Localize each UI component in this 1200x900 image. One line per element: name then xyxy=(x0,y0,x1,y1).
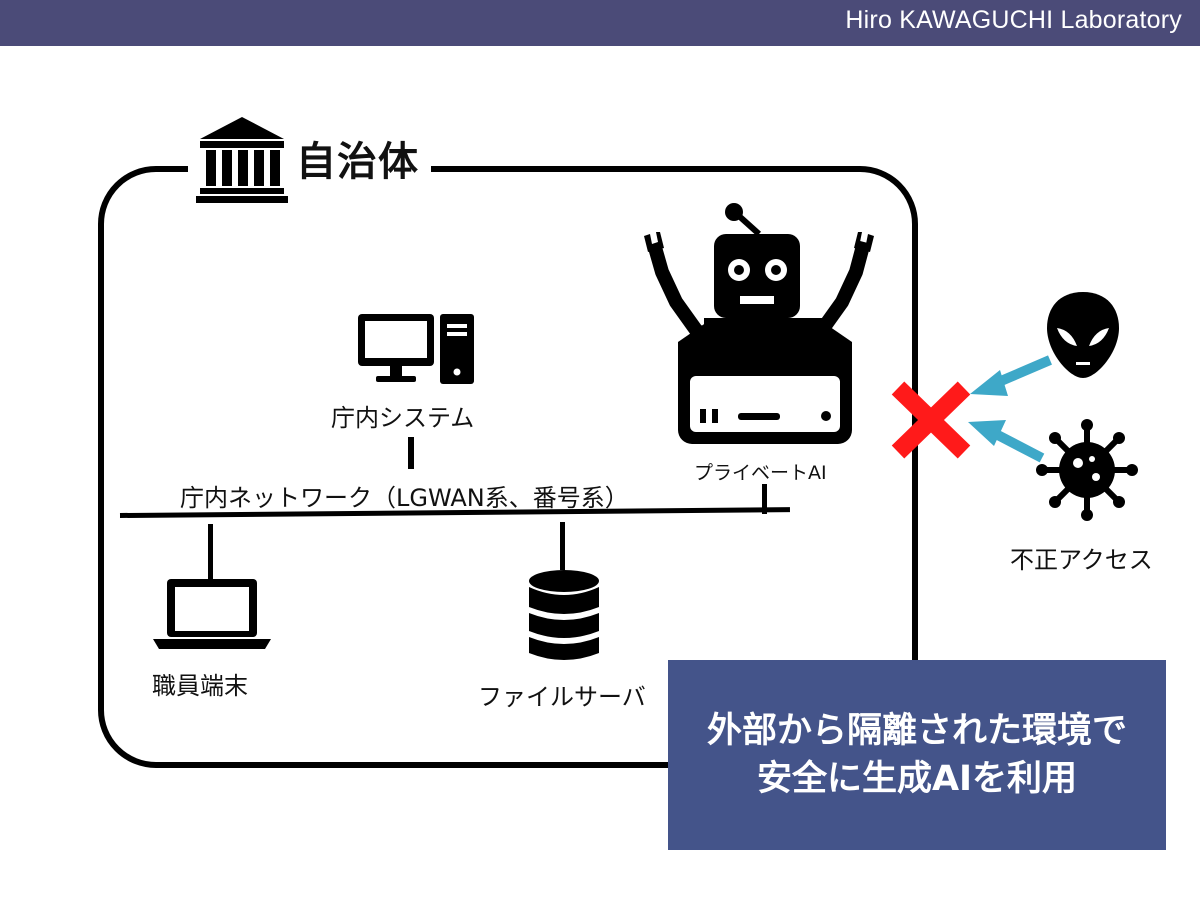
municipality-frame xyxy=(98,166,918,768)
alien-icon xyxy=(1047,292,1119,378)
internal-system-label: 庁内システム xyxy=(331,404,475,432)
frame-label: 自治体 xyxy=(296,139,419,185)
file-server-label: ファイルサーバ xyxy=(478,683,646,711)
robot-server-icon xyxy=(644,203,874,444)
ai-connector-line xyxy=(762,484,767,514)
laptop-icon xyxy=(153,579,271,649)
header-title: Hiro KAWAGUCHI Laboratory xyxy=(845,6,1182,34)
frame-title-group: 自治体 xyxy=(188,108,431,208)
staff-terminal-label: 職員端末 xyxy=(152,672,248,700)
attack-arrows xyxy=(968,355,1052,463)
terminal-connector-line xyxy=(208,524,213,580)
virus-icon xyxy=(1036,419,1138,521)
unauthorized-access-label: 不正アクセス xyxy=(1010,546,1153,574)
desktop-computer-icon xyxy=(358,314,474,384)
private-ai-label: プライベートAI xyxy=(694,462,827,484)
alien-arrow-icon xyxy=(970,355,1052,396)
header-bar: Hiro KAWAGUCHI Laboratory xyxy=(0,0,1200,46)
red-x-icon xyxy=(891,381,971,459)
network-label: 庁内ネットワーク（LGWAN系、番号系） xyxy=(180,484,629,512)
message-line-2: 安全に生成AIを利用 xyxy=(756,759,1078,799)
database-icon xyxy=(529,570,599,660)
message-box: 外部から隔離された環境で 安全に生成AIを利用 xyxy=(668,660,1166,850)
government-building-icon xyxy=(196,117,288,203)
system-connector-line xyxy=(408,437,414,469)
virus-arrow-icon xyxy=(968,420,1045,463)
message-line-1: 外部から隔離された環境で xyxy=(706,711,1127,751)
server-connector-line xyxy=(560,522,565,570)
